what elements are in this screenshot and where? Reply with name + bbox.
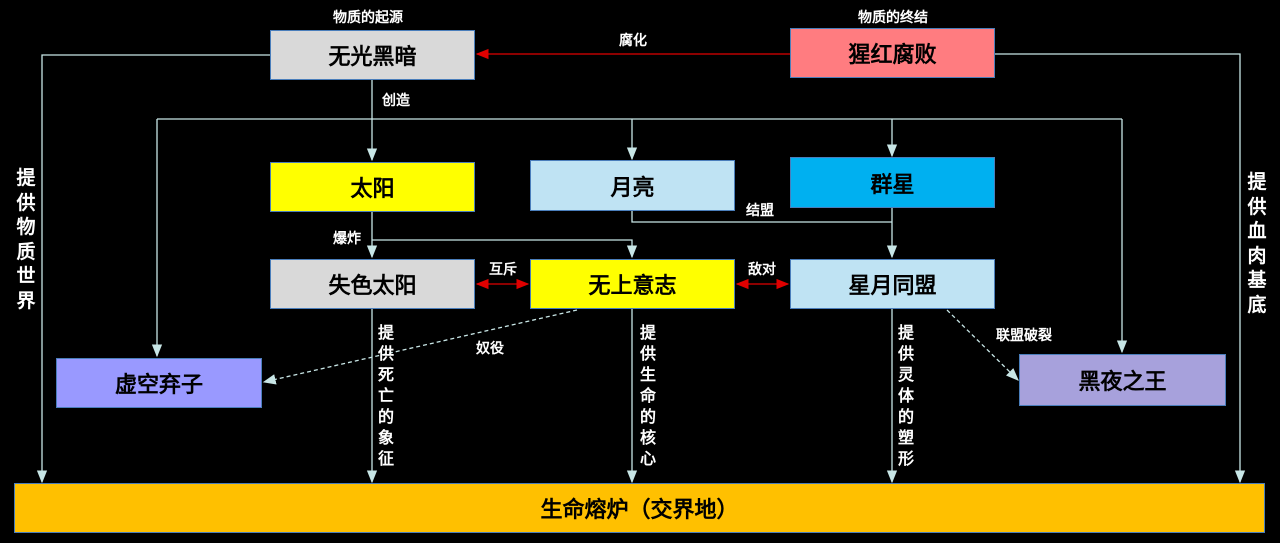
ally-connector	[631, 211, 892, 223]
label-provide-matter: 提供物质世界	[16, 167, 36, 312]
label-alliance-broken: 联盟破裂	[996, 328, 1052, 344]
label-provide-spirit: 提供灵体的塑形	[897, 323, 914, 468]
node-scarlet-rot[interactable]: 猩红腐败	[790, 28, 995, 78]
explode-connector	[372, 239, 638, 259]
label-provide-life: 提供生命的核心	[639, 323, 656, 468]
label-ally: 结盟	[746, 203, 774, 219]
node-stars[interactable]: 群星	[790, 157, 995, 208]
label-exclusive: 互斥	[489, 262, 517, 278]
alliance-broken-arrow	[946, 309, 1019, 381]
label-create: 创造	[382, 93, 410, 109]
node-moon[interactable]: 月亮	[530, 160, 735, 211]
node-life-furnace[interactable]: 生命熔炉（交界地）	[14, 483, 1265, 533]
darkness-caption: 物质的起源	[333, 10, 403, 26]
node-star-moon-alliance[interactable]: 星月同盟	[790, 259, 995, 309]
node-supreme-will[interactable]: 无上意志	[530, 259, 735, 309]
label-provide-death: 提供死亡的象征	[377, 323, 394, 468]
node-darkness[interactable]: 无光黑暗	[270, 30, 475, 80]
node-void-outcasts[interactable]: 虚空弃子	[56, 358, 262, 408]
enslave-arrow	[262, 309, 578, 385]
label-explode: 爆炸	[333, 231, 361, 247]
node-faded-sun[interactable]: 失色太阳	[270, 259, 475, 309]
scarlet-rot-caption: 物质的终结	[858, 10, 928, 26]
label-enslave: 奴役	[476, 341, 504, 357]
label-corrupt: 腐化	[619, 33, 647, 49]
node-night-king[interactable]: 黑夜之王	[1019, 354, 1226, 406]
label-provide-flesh: 提供血肉基底	[1247, 171, 1267, 316]
node-sun[interactable]: 太阳	[270, 162, 475, 212]
label-hostile: 敌对	[748, 262, 776, 278]
